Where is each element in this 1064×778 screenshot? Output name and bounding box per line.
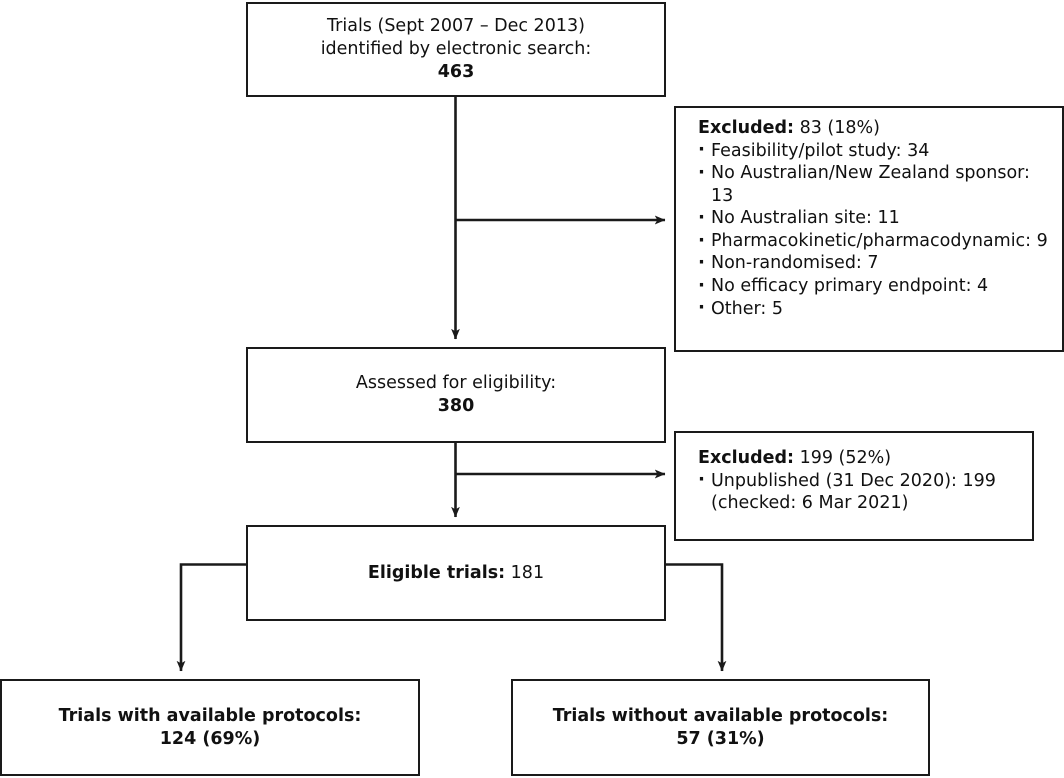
eligible-label: Eligible trials:	[367, 562, 506, 583]
node-trials-identified: Trials (Sept 2007 – Dec 2013) identified…	[246, 2, 666, 97]
edge-eligible-to-with-protocols	[176, 563, 246, 672]
excluded-1-item: No efficacy primary endpoint: 4	[698, 274, 988, 298]
node-excluded-first: Excluded: 83 (18%) Feasibility/pilot stu…	[674, 106, 1064, 352]
assessed-count: 380	[437, 396, 475, 416]
eligible-count: 181	[505, 562, 545, 583]
assessed-line-1: Assessed for eligibility:	[355, 373, 557, 394]
excluded-1-item: No Australian/New Zealand sponsor: 13	[698, 161, 1052, 207]
node-trials-without-protocols: Trials without available protocols: 57 (…	[511, 679, 930, 776]
eligible-text: Eligible trials: 181	[368, 562, 544, 585]
excluded-1-item: No Australian site: 11	[698, 206, 900, 230]
excluded-1-heading-label: Excluded:	[698, 118, 794, 138]
identified-line-1: Trials (Sept 2007 – Dec 2013)	[327, 16, 585, 37]
excluded-1-item: Non-randomised: 7	[698, 251, 879, 275]
excluded-2-heading: Excluded: 199 (52%)	[698, 447, 891, 470]
excluded-1-heading-value: 83 (18%)	[794, 118, 880, 138]
node-trials-with-protocols: Trials with available protocols: 124 (69…	[0, 679, 420, 776]
with-protocols-line-2: 124 (69%)	[159, 728, 261, 749]
node-eligible-trials: Eligible trials: 181	[246, 525, 666, 621]
identified-line-2: identified by electronic search:	[320, 39, 592, 60]
node-assessed-for-eligibility: Assessed for eligibility: 380	[246, 347, 666, 443]
excluded-1-item: Other: 5	[698, 296, 783, 321]
identified-count: 463	[437, 61, 475, 82]
excluded-2-heading-label: Excluded:	[698, 448, 794, 468]
excluded-2-heading-value: 199 (52%)	[794, 448, 892, 468]
without-protocols-line-2: 57 (31%)	[676, 728, 765, 749]
without-protocols-line-1: Trials without available protocols:	[552, 705, 889, 726]
excluded-1-heading: Excluded: 83 (18%)	[698, 117, 880, 140]
edge-eligible-to-without-protocols	[666, 563, 727, 672]
excluded-1-item: Feasibility/pilot study: 34	[698, 138, 929, 163]
excluded-2-item: Unpublished (31 Dec 2020): 199 (checked:…	[698, 468, 1022, 515]
node-excluded-second: Excluded: 199 (52%) Unpublished (31 Dec …	[674, 431, 1034, 541]
excluded-1-item: Pharmacokinetic/pharmacodynamic: 9	[698, 229, 1048, 253]
with-protocols-line-1: Trials with available protocols:	[58, 705, 362, 726]
